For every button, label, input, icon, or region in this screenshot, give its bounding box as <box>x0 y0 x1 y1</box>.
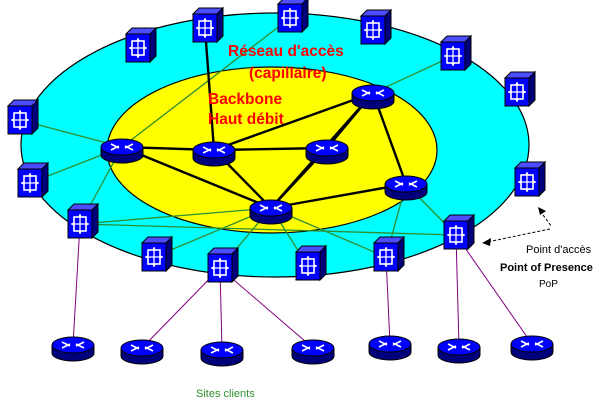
client-router-icon-c3 <box>200 341 244 367</box>
backbone-link-r2-r3 <box>213 91 374 152</box>
pop-label: Point d'accès <box>526 244 592 256</box>
backbone-link-r2-s5 <box>203 27 216 151</box>
access-switch-icon-s11 <box>443 214 475 250</box>
access-switch-icon-s3 <box>67 203 99 239</box>
access-link-s3-s11 <box>79 223 457 236</box>
access-switch-icon-s4 <box>125 27 157 63</box>
access-switch-icon-s13 <box>295 245 327 281</box>
backbone-router-icon-r4 <box>305 139 349 165</box>
client-link-s14-c2 <box>141 267 221 349</box>
pop-label-abbrev: PoP <box>539 279 558 290</box>
backbone-router-icon-r6 <box>249 199 293 225</box>
client-link-s11-c7 <box>455 234 533 345</box>
backbone-router-icon-r3 <box>351 84 395 110</box>
backbone-link-r5-r6 <box>270 182 407 210</box>
access-switch-icon-s6 <box>277 0 309 33</box>
client-link-s14-c4 <box>219 267 314 349</box>
access-switch-icon-s12 <box>373 236 405 272</box>
client-link-s11-c6 <box>455 234 460 348</box>
client-router-icon-c7 <box>510 335 554 361</box>
client-router-icon-c4 <box>291 339 335 365</box>
access-switch-icon-s5 <box>192 7 224 43</box>
access-switch-icon-s9 <box>504 71 536 107</box>
access-switch-icon-s2 <box>17 162 49 198</box>
access-switch-icon-s14 <box>207 247 239 283</box>
pop-callout-dashed-line <box>539 210 553 228</box>
access-link-r1-s6 <box>121 17 291 148</box>
access-switch-icon-s7 <box>360 9 392 45</box>
access-link-r6-s3 <box>79 207 272 225</box>
client-router-icon-c5 <box>368 335 412 361</box>
client-router-icon-c6 <box>437 338 481 364</box>
diagram-labels: Réseau d'accès (capillaire) Backbone Hau… <box>196 43 593 400</box>
backbone-router-icon-r2 <box>192 141 236 167</box>
access-switch-icon-s15 <box>141 236 173 272</box>
pop-callout-arrowhead <box>482 238 491 246</box>
access-switch-icon-s10 <box>514 161 546 197</box>
backbone-link-r1-r6 <box>121 145 272 210</box>
pop-callout-arrowhead-top <box>538 207 546 215</box>
client-link-s3-c1 <box>72 223 81 346</box>
pop-callout: Point d'accès Point of Presence PoP <box>482 207 593 290</box>
backbone-router-icon-r5 <box>384 175 428 201</box>
backbone-sublabel: Haut débit <box>208 111 284 128</box>
access-network-label: Réseau d'accès <box>228 43 344 60</box>
access-network-sublabel: (capillaire) <box>249 65 327 82</box>
pop-callout-arrow-line <box>486 228 551 243</box>
backbone-label: Backbone <box>208 91 282 108</box>
backbone-router-icon-r1 <box>100 138 144 164</box>
client-router-icon-c1 <box>51 336 95 362</box>
client-sites-label: Sites clients <box>196 388 255 400</box>
access-switch-icon-s1 <box>7 99 39 135</box>
pop-label-english: Point of Presence <box>500 262 593 274</box>
access-switch-icon-s8 <box>440 35 472 71</box>
client-router-icon-c2 <box>120 339 164 365</box>
